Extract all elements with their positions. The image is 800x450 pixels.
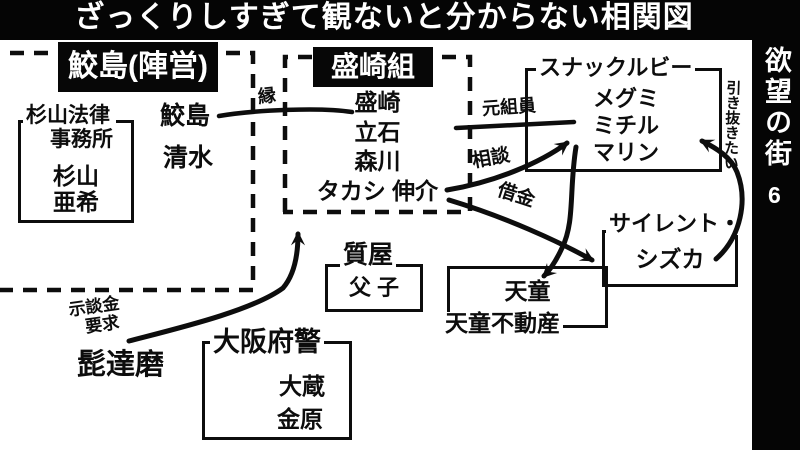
person-sugiyama: 杉山 xyxy=(53,163,99,189)
group-header-label: 盛崎組 xyxy=(330,51,415,82)
person-megumi: メグミ xyxy=(592,86,659,111)
relation-label-former-member: 元組員 xyxy=(481,95,537,119)
arrow-higedaruma-to-morisaki xyxy=(126,231,306,344)
office-name-line2: 事務所 xyxy=(50,128,113,151)
person-higedaruma: 髭達磨 xyxy=(77,349,165,381)
person-shizuka: シズカ xyxy=(635,246,705,272)
person-takashi-shinsuke: タカシ 伸介 xyxy=(316,178,439,204)
group-header-label: 鮫島(陣営) xyxy=(68,50,208,83)
person-tendo: 天童 xyxy=(504,278,551,304)
person-aki: 亜希 xyxy=(53,189,99,215)
relation-label-en: 縁 xyxy=(257,85,277,107)
sidebar: 欲望の街 6 xyxy=(752,0,800,450)
group-label-sugiyama-office: 杉山法律 事務所 xyxy=(23,105,116,150)
relation-label-poach: 引き抜きたい xyxy=(721,79,742,171)
person-father-son: 父 子 xyxy=(348,275,400,300)
person-morikawa: 森川 xyxy=(354,148,401,174)
person-morisaki: 盛崎 xyxy=(354,89,401,115)
group-label-pawnshop: 質屋 xyxy=(340,243,397,268)
arrow-debt-to-shizuka xyxy=(446,197,595,263)
person-tateishi: 立石 xyxy=(354,119,401,145)
title-bar: ざっくりしすぎて観ないと分からない相関図 xyxy=(0,0,800,40)
relation-label-consult: 相談 xyxy=(470,144,512,173)
person-kanehara: 金原 xyxy=(277,406,323,432)
sidebar-series-title: 欲望の街 xyxy=(761,46,791,170)
page-title: ざっくりしすぎて観ないと分からない相関図 xyxy=(74,1,694,34)
person-marin: マリン xyxy=(592,140,659,165)
group-header-morisaki-gumi: 盛崎組 xyxy=(313,47,433,87)
company-tendo-fudosan: 天童不動産 xyxy=(442,312,563,335)
group-label-snack-ruby: スナックルビー xyxy=(536,57,696,79)
person-shimizu: 清水 xyxy=(163,144,214,172)
relation-label-debt: 借金 xyxy=(494,179,538,212)
group-label-osaka-police: 大阪府警 xyxy=(210,329,324,356)
person-okura: 大蔵 xyxy=(279,373,325,399)
sidebar-episode-number: 6 xyxy=(768,182,781,208)
person-michiru: ミチル xyxy=(592,113,659,138)
group-header-samejima-camp: 鮫島(陣営) xyxy=(58,42,218,92)
person-samejima: 鮫島 xyxy=(160,102,211,130)
group-label-silent: サイレント・ xyxy=(606,213,745,235)
office-name-line1: 杉山法律 xyxy=(26,104,110,127)
settlement-line2: 要求 xyxy=(83,312,121,337)
relation-label-settlement: 示談金 要求 xyxy=(68,294,124,339)
